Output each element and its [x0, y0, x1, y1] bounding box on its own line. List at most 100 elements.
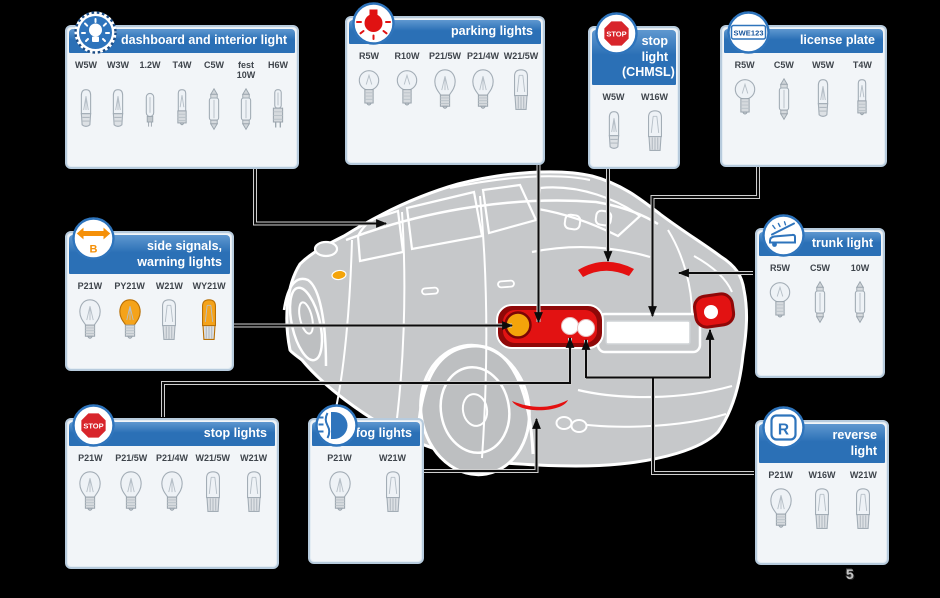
bulb-P21W: P21W	[760, 470, 801, 535]
bulb-row: W5W W16W	[590, 87, 678, 163]
bulb-P21/5W: P21/5W	[111, 453, 152, 518]
bulb-P21W: P21W	[70, 281, 110, 346]
bulb-P21/5W: P21/5W	[426, 51, 464, 116]
bulb-label: WY21W	[192, 281, 226, 292]
door-handle	[421, 286, 439, 296]
bulb-label: P21W	[77, 281, 103, 292]
bulb-label: P21W	[768, 470, 793, 481]
bulb-W21/5W: W21/5W	[192, 453, 233, 518]
tube-bulb-icon	[850, 75, 874, 125]
parking-bulb-icon	[352, 2, 395, 45]
pear-bulb-icon	[119, 468, 143, 518]
bulb-W16W: W16W	[634, 92, 675, 157]
bulb-1.2W: 1.2W	[134, 60, 166, 135]
capsule-bulb-icon	[138, 85, 162, 135]
bulb-P21/4W: P21/4W	[152, 453, 193, 518]
bulb-label: W21W	[849, 470, 877, 481]
bulb-C5W: C5W	[198, 60, 230, 135]
bulb-row: P21W W16W W21W	[757, 465, 887, 541]
bulb-label: W5W	[812, 59, 835, 70]
bulb-label: T4W	[852, 59, 872, 70]
bulb-row: R5W C5W W5W T4W	[722, 55, 885, 131]
wedge-bulb-icon	[106, 85, 130, 135]
bulb-label: W5W	[602, 91, 625, 102]
wedgeL-bulb-icon	[851, 485, 875, 535]
right-tail-light	[693, 292, 736, 329]
bulb-label: P21/5W	[115, 452, 148, 463]
festoon-bulb-icon	[234, 85, 258, 135]
wedgeL-bulb-icon	[242, 468, 266, 518]
bulb-label: W5W	[75, 59, 97, 70]
bulb-W5W: W5W	[804, 60, 843, 125]
stop-sign-icon: STOP	[72, 404, 115, 447]
interior-light-icon	[74, 11, 117, 54]
panel-title: parking lights	[349, 20, 541, 44]
bulb-W21W: W21W	[233, 453, 274, 518]
pear-bulb-icon	[769, 485, 793, 535]
bulb-W5W: W5W	[70, 60, 102, 135]
bulb-label: P21/4W	[155, 452, 188, 463]
bulb-R10W: R10W	[388, 51, 426, 116]
festoon-bulb-icon	[808, 278, 832, 328]
pear-bulb-icon	[328, 468, 352, 518]
side-signal-arrows-icon: B	[72, 217, 115, 260]
bulb-W21/5W: W21/5W	[502, 51, 540, 116]
bulb-T4W: T4W	[166, 60, 198, 135]
bulb-label: R5W	[359, 50, 379, 61]
bulb-label: R5W	[770, 262, 790, 273]
door-handle	[497, 279, 515, 289]
bulb-label: C5W	[773, 59, 794, 70]
bulb-label: W21/5W	[195, 452, 231, 463]
bulb-label: W21/5W	[503, 50, 539, 61]
wedgeL-bulb-icon	[157, 296, 181, 346]
pear-bulb-icon	[160, 468, 184, 518]
side-signal-letter: B	[90, 244, 98, 256]
bulb-label: R5W	[734, 59, 755, 70]
ball-bulb-icon	[768, 278, 792, 328]
exhaust-pipe	[555, 416, 573, 430]
wedgeL-bulb-icon	[810, 485, 834, 535]
bulb-label: W3W	[107, 59, 129, 70]
wedge-bulb-icon	[811, 75, 835, 125]
bulb-label: T4W	[172, 59, 192, 70]
tail-bulb-lens	[561, 317, 579, 335]
exhaust-pipe	[570, 419, 588, 433]
bulb-label: W16W	[641, 91, 668, 102]
bulb-label: W16W	[808, 470, 836, 481]
festoon-bulb-icon	[202, 85, 226, 135]
panel-title: dashboard and interior light	[69, 29, 295, 53]
bulb-W16W: W16W	[801, 470, 842, 535]
bulb-C5W: C5W	[800, 263, 840, 328]
bulb-fest-10W: fest 10W	[230, 60, 262, 136]
bulb-label: C5W	[204, 59, 224, 70]
stop-sign-text: STOP	[606, 30, 626, 39]
page-number: 5	[846, 566, 854, 582]
side-mirror	[313, 240, 339, 258]
reverse-r-icon: R	[762, 406, 805, 449]
bulb-label: P21/5W	[428, 50, 461, 61]
rear-door-window	[405, 190, 484, 251]
ball-bulb-icon	[733, 75, 757, 125]
bulb-row: W5W W3W 1.2W T4W C5W fest 10W H6W	[67, 55, 297, 142]
bulb-C5W: C5W	[764, 60, 803, 125]
bulb-label: H6W	[268, 59, 288, 70]
bulb-label: P21W	[327, 452, 352, 463]
bulb-label: W21W	[155, 281, 183, 292]
bulb-W21W: W21W	[366, 453, 419, 518]
wedge-bulb-icon	[74, 85, 98, 135]
bulb-W5W: W5W	[593, 92, 634, 157]
bulb-W3W: W3W	[102, 60, 134, 135]
bulb-H6W: H6W	[262, 60, 294, 135]
bulb-P21W: P21W	[70, 453, 111, 518]
panel-dashboard-interior-light: dashboard and interior light W5W W3W 1.2W T…	[65, 11, 299, 169]
stop-sign-icon: STOP	[595, 12, 638, 55]
panel-title: stop lights	[69, 422, 275, 446]
bulb-row: P21W W21W	[310, 448, 422, 524]
chmsl-light	[578, 261, 634, 277]
bulb-W21W: W21W	[150, 281, 190, 346]
bulb-R5W: R5W	[760, 263, 800, 328]
